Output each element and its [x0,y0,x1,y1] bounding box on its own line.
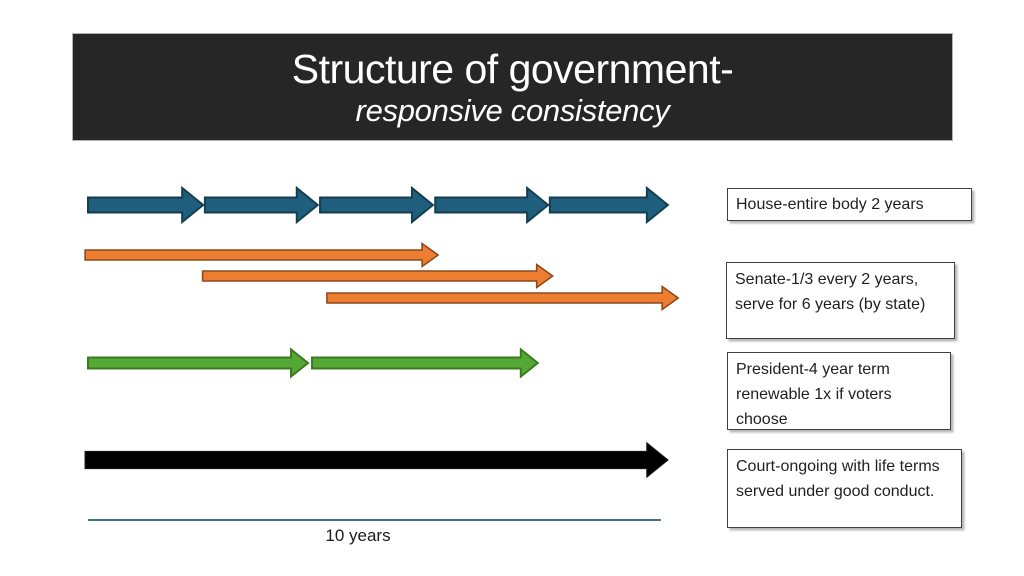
senate-term-arrow-1 [84,241,440,269]
president-term-arrow-1 [87,347,310,379]
senate-caption-text: Senate-1/3 every 2 years, serve for 6 ye… [735,271,926,313]
house-caption-box: House-entire body 2 years [727,188,972,221]
president-caption-box: President-4 year term renewable 1x if vo… [727,352,951,430]
house-term-arrow-2 [203,185,320,225]
court-term-arrow-1 [84,441,669,479]
house-term-arrow-3 [319,185,435,225]
house-term-arrow-4 [434,185,550,225]
axis-label: 10 years [325,526,391,545]
court-caption-text: Court-ongoing with life terms served und… [736,458,940,500]
senate-caption-box: Senate-1/3 every 2 years, serve for 6 ye… [726,262,955,339]
house-caption-text: House-entire body 2 years [736,196,924,213]
senate-term-arrow-3 [326,284,680,312]
house-term-arrow-5 [548,185,670,225]
senate-term-arrow-2 [201,262,555,290]
president-term-arrow-2 [311,347,540,379]
president-caption-text: President-4 year term renewable 1x if vo… [736,361,892,428]
title-block: Structure of government- responsive cons… [72,33,953,141]
house-term-arrow-1 [87,185,205,225]
court-caption-box: Court-ongoing with life terms served und… [727,449,962,528]
page-title: Structure of government- [291,45,734,92]
page-subtitle: responsive consistency [355,92,670,128]
